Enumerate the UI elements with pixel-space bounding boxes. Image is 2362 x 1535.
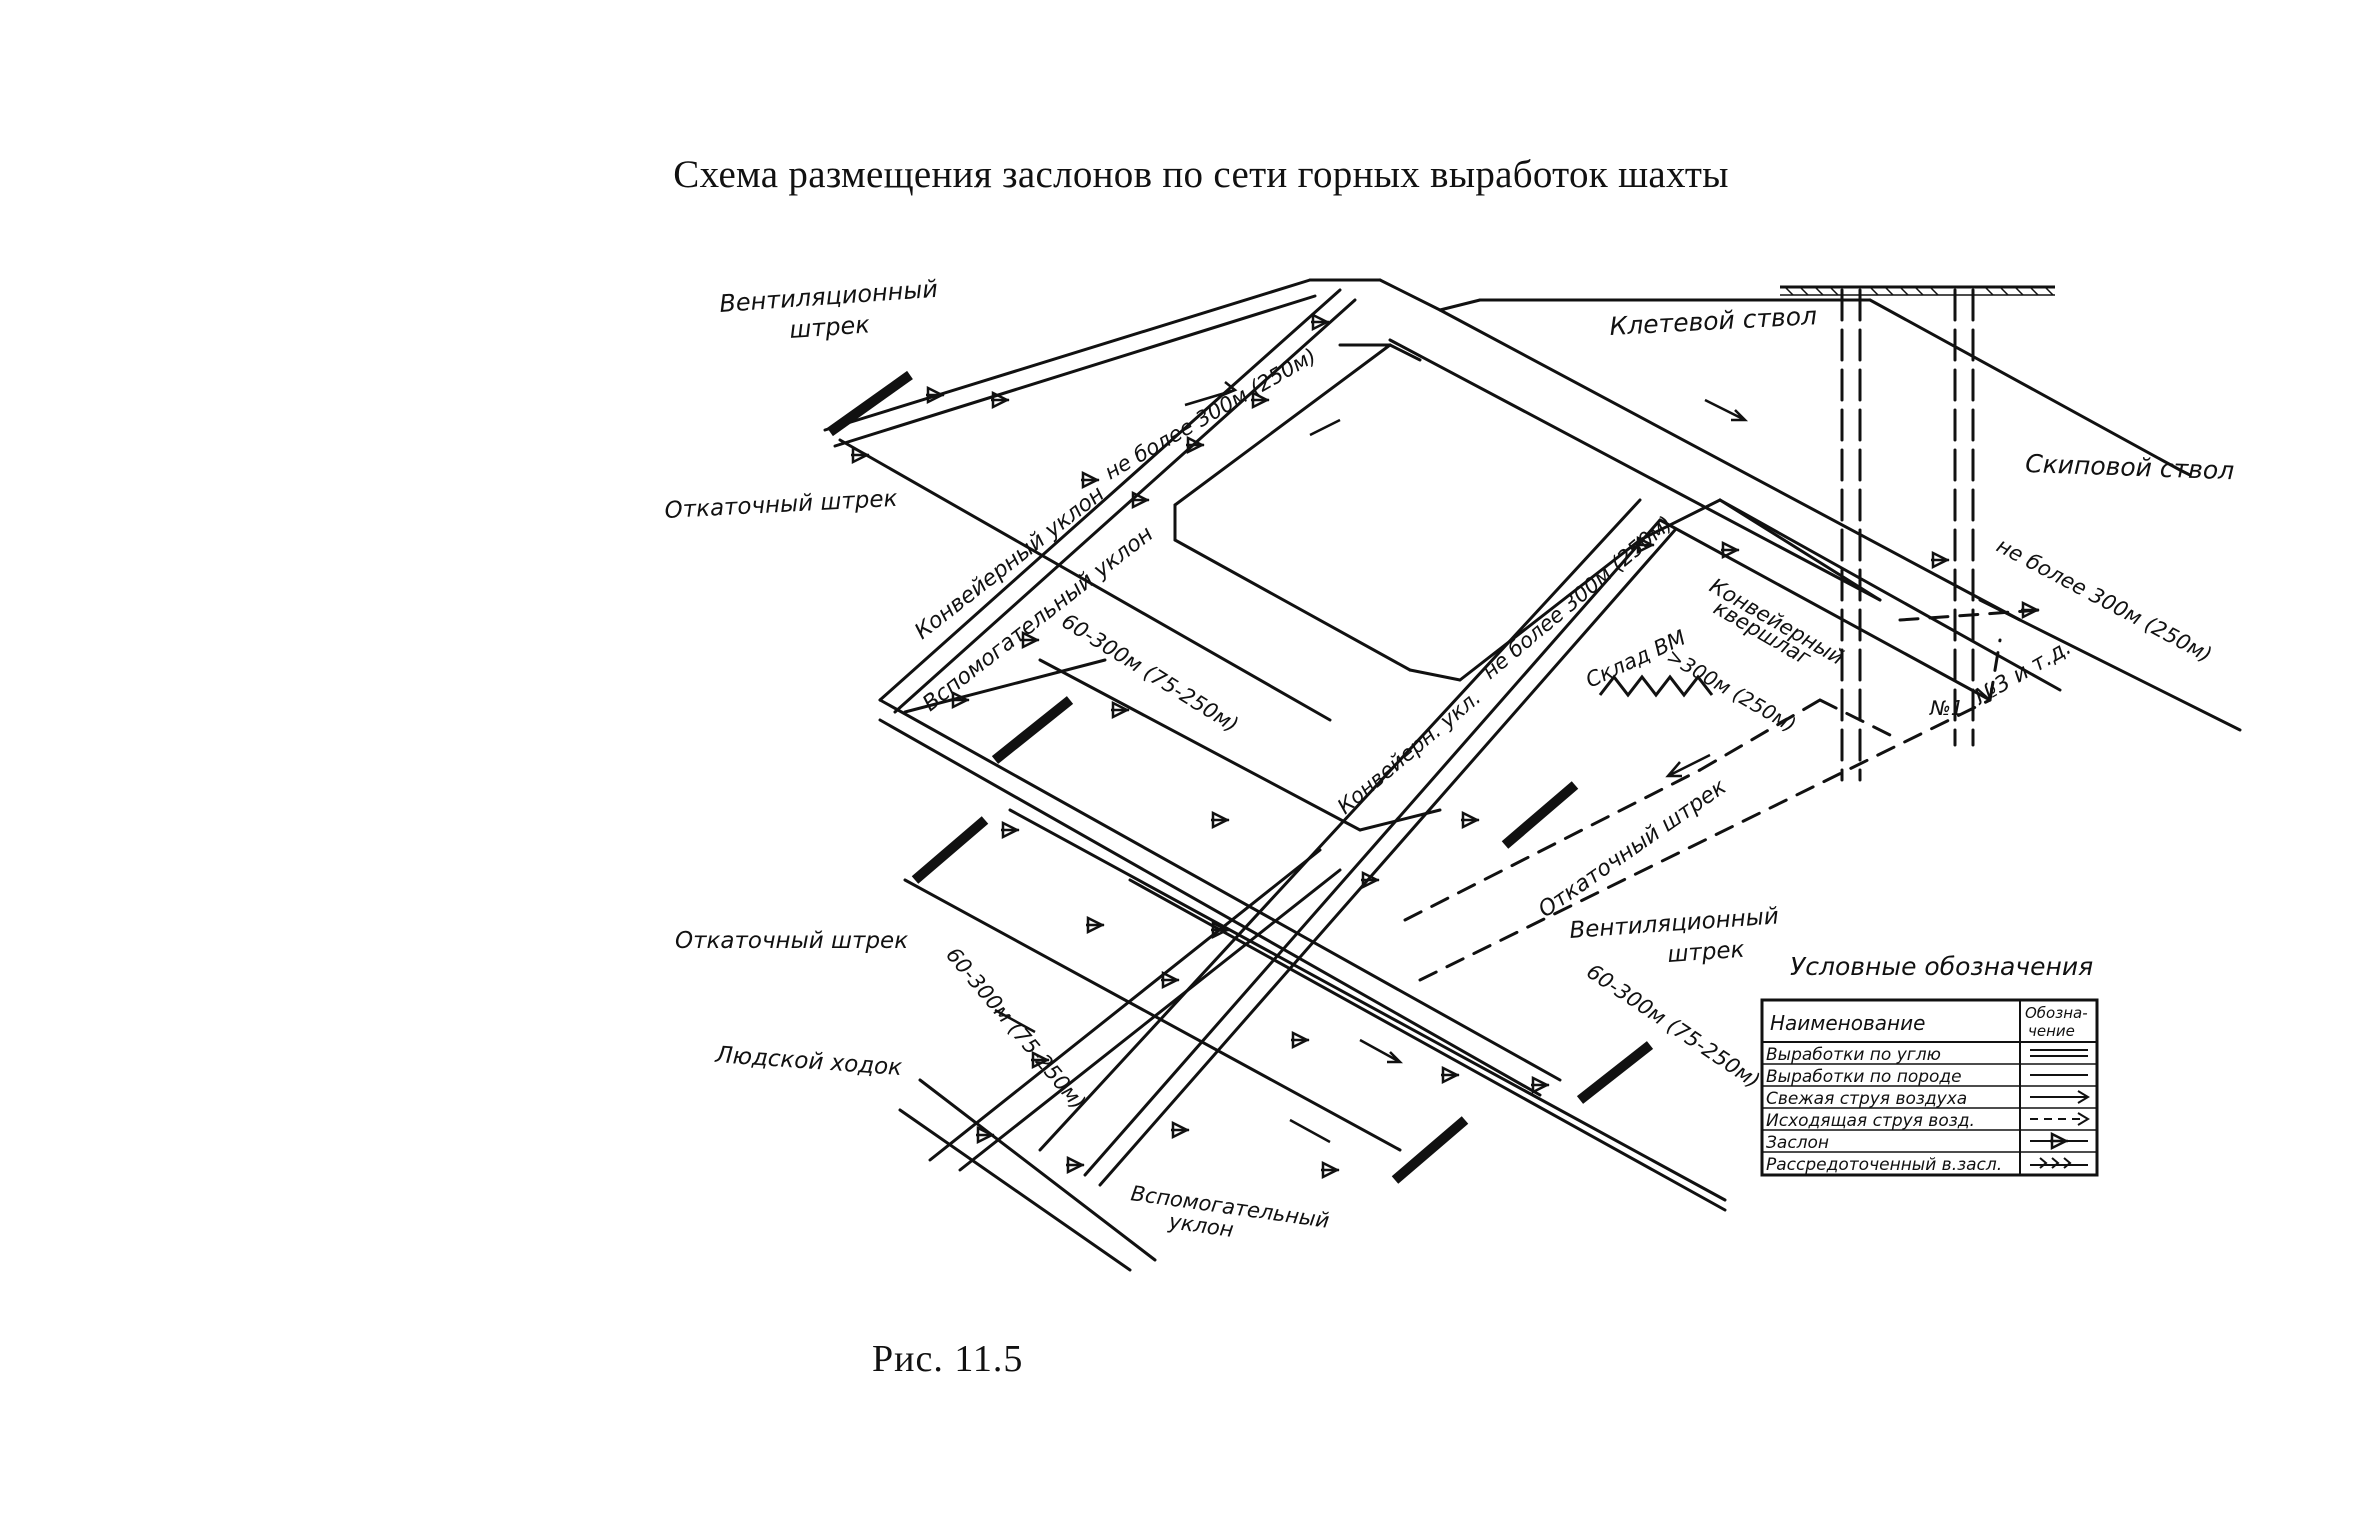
haulage-drift-bottom-label: Откаточный штрек <box>675 928 908 954</box>
conveyor-incline-mid-label: Конвейерн. укл. <box>1333 685 1486 818</box>
spacing-300-d-label: >300м (250м) <box>1663 644 1801 737</box>
legend-row-2-name: Свежая струя воздуха <box>1766 1089 1967 1109</box>
main-drift-upper <box>1388 338 1882 602</box>
legend-row-5-name: Рассредоточенный в.засл. <box>1766 1155 2002 1175</box>
legend-title: Условные обозначения <box>1790 952 2093 981</box>
legend-row-1-name: Выработки по породе <box>1766 1067 1962 1087</box>
coal-faces <box>827 370 1654 1184</box>
page-title: Схема размещения заслонов по сети горных… <box>673 153 1729 196</box>
legend-symbol-barrier <box>2030 1132 2088 1150</box>
spacing-300-a-label: не более 300м (250м) <box>1101 344 1321 485</box>
explosives-store-icon <box>1598 674 1714 698</box>
vent-drift-top <box>823 278 1312 432</box>
legend-row-0-name: Выработки по углю <box>1766 1045 1941 1065</box>
flow-arrows <box>994 381 1749 1144</box>
legend-row-3-name: Исходящая струя возд. <box>1766 1111 1975 1131</box>
figure-caption: Рис. 11.5 <box>872 1338 1024 1380</box>
conveyor-incline-left <box>878 288 1342 702</box>
number-1-label: №1 <box>1929 696 1964 720</box>
mine-workings <box>823 278 2242 1272</box>
legend-header-symbol-2: чение <box>2028 1022 2075 1040</box>
legend-header-name: Наименование <box>1770 1011 1925 1035</box>
legend-symbol-solid-arrow <box>2030 1090 2090 1104</box>
vent-drift-top-label-1: Вентиляционный <box>718 275 938 318</box>
conveyor-incline-mid <box>1083 518 1662 1177</box>
legend-header-symbol-1: Обозна- <box>2025 1004 2088 1022</box>
vent-drift-top-label-2: штрек <box>788 310 871 344</box>
haulage-drift-bottom <box>903 878 1402 1152</box>
spacing-300-b-label: не более 300м (250м) <box>1993 533 2216 667</box>
skip-shaft <box>1953 288 1975 747</box>
legend-symbol-dashed-arrow <box>2030 1112 2090 1126</box>
cage-shaft-label: Клетевой ствол <box>1609 301 1818 341</box>
haulage-drift-top-label: Откаточный штрек <box>664 486 898 524</box>
vent-drift-bottom <box>1008 808 1727 1202</box>
number-3-label: №3 и т.д. <box>1970 635 2076 711</box>
vent-drift-bottom-label-1: Вентиляционный <box>1569 903 1780 944</box>
skip-shaft-label: Скиповой ствол <box>2025 449 2235 485</box>
legend-row-4-name: Заслон <box>1766 1133 1829 1153</box>
man-way <box>918 1078 1157 1262</box>
haulage-drift-mid <box>878 698 1562 1082</box>
surface-line <box>1780 285 2055 296</box>
vent-drift-bottom-label-2: штрек <box>1667 937 1746 968</box>
legend-symbol-dispersed-barrier <box>2030 1157 2088 1169</box>
cage-shaft <box>1840 288 1862 782</box>
legend: Условные обозначения Наименование Обозна… <box>1760 952 2099 1177</box>
man-way-label: Людской ходок <box>714 1042 903 1081</box>
legend-symbol-double-line <box>2030 1049 2088 1057</box>
